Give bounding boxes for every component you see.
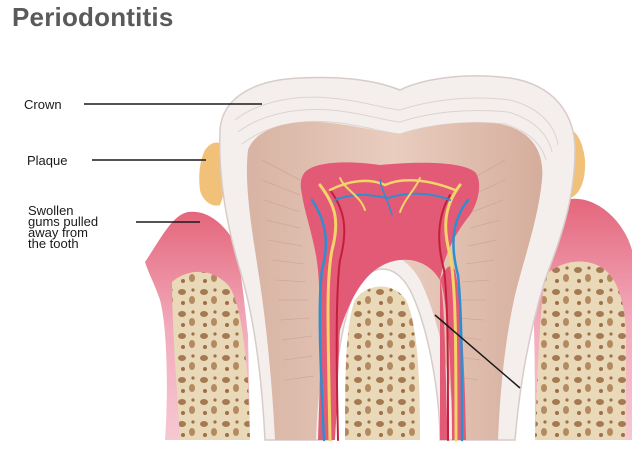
label-crown: Crown [24,99,62,110]
label-plaque: Plaque [27,155,67,166]
label-swollen-gums: Swollen gums pulled away from the tooth [28,205,138,249]
jaw-bone-center [345,287,420,441]
jaw-bone-right [535,262,626,440]
